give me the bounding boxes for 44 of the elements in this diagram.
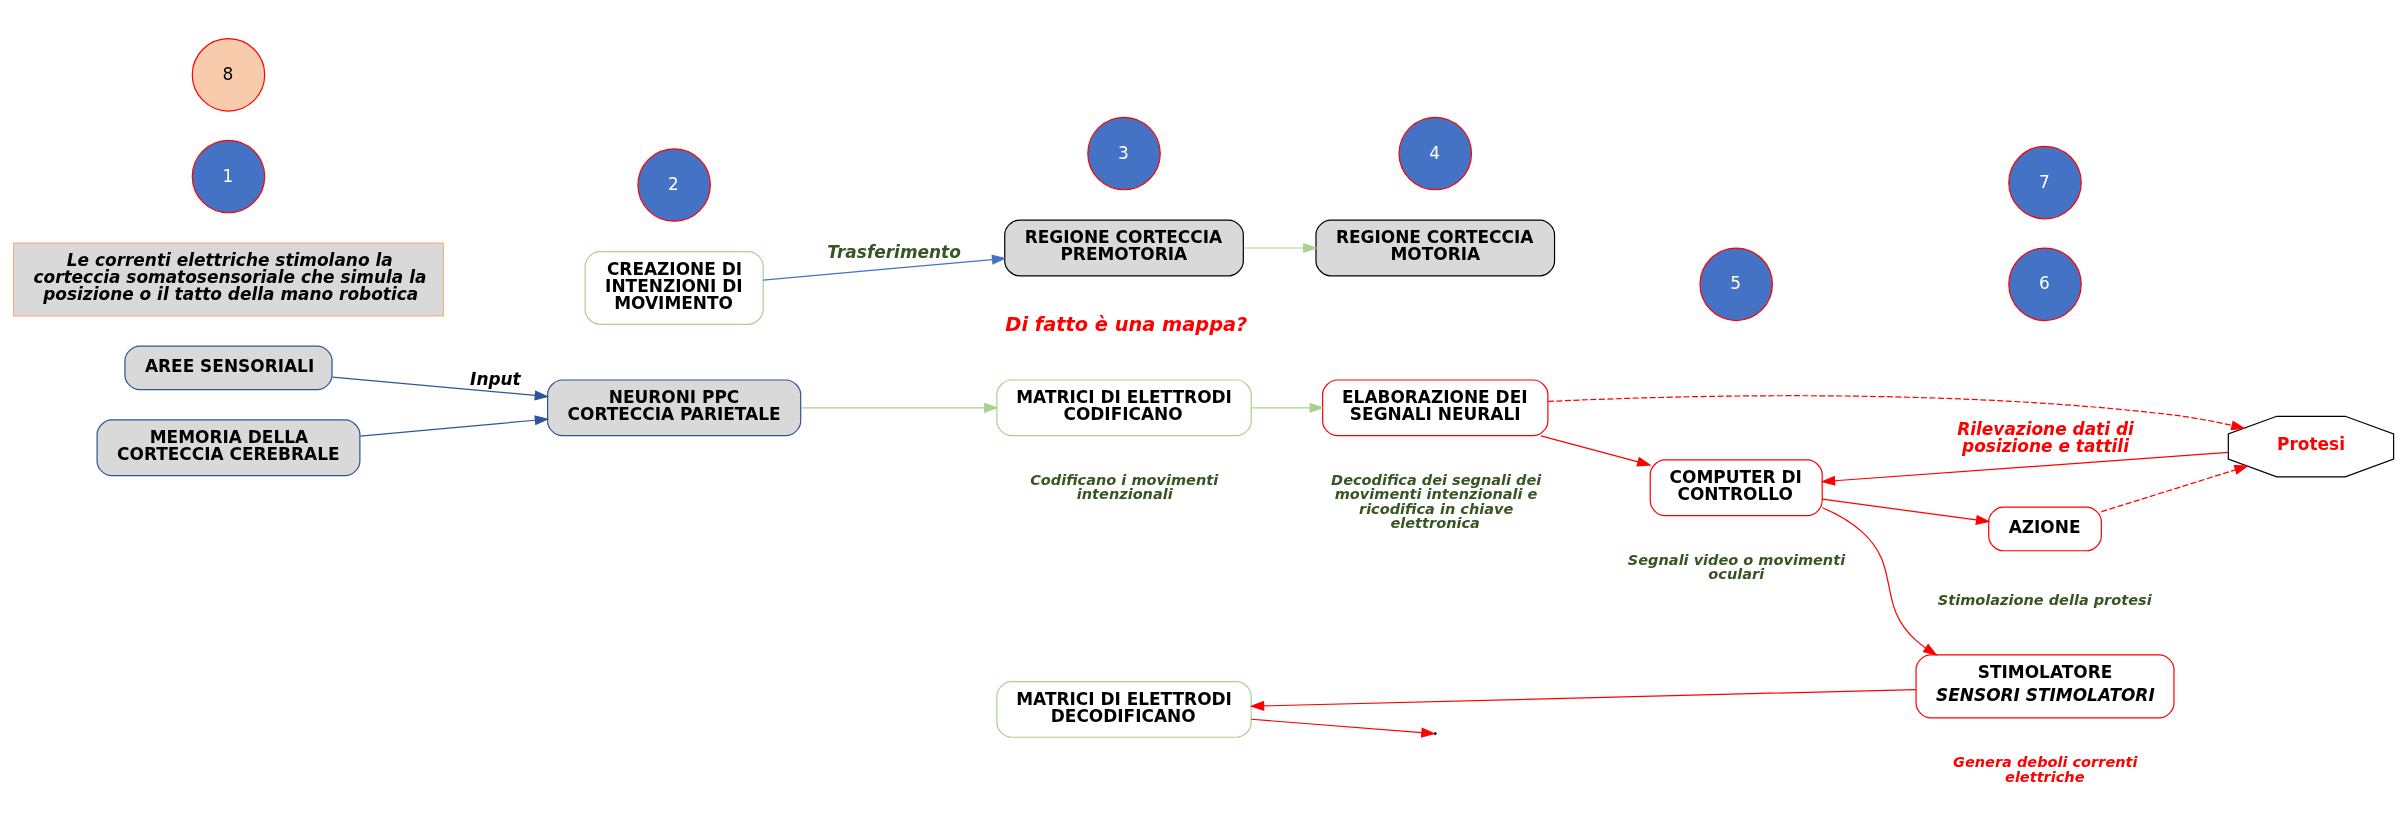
node-box: REGIONE CORTECCIA MOTORIA [1315,219,1556,277]
arrow [800,402,999,413]
edge-label: Input [470,369,521,390]
edge-label: Trasferimento [827,241,961,262]
arrow [1249,688,1917,711]
node-box: COMPUTER DI CONTROLLO [1649,459,1823,517]
node-circle: 1 [191,139,266,214]
edge-label: Rilevazione dati di posizione e tattili [1957,418,2134,456]
node-label: Genera deboli correnti elettriche [1952,754,2138,785]
node-box: CREAZIONE DI INTENZIONI DI MOVIMENTO [584,251,764,325]
arrow [1540,435,1652,467]
arrow [1547,395,2246,431]
node-box: NEURONI PPC CORTECCIA PARIETALE [547,379,802,437]
arrow [1820,451,2229,486]
node-circle: 8 [191,38,266,112]
arrow [1821,498,1991,525]
node-box: ELABORAZIONE DEI SEGNALI NEURALI [1322,379,1549,437]
arrow [1243,242,1318,254]
node-box: AREE SENSORIALI [124,345,333,391]
node-box: MATRICI DI ELETTRODI CODIFICANO [996,379,1252,437]
node-circle: 4 [1398,116,1473,191]
arrow [1250,718,1436,738]
arrow [1821,507,1938,656]
node-box: MATRICI DI ELETTRODI DECODIFICANO [996,680,1252,738]
arrow [762,254,1007,281]
node-circle: 6 [2008,247,2082,322]
node-circle: 3 [1087,116,1161,191]
node-box: STIMOLATORE SENSORI STIMOLATORI [1915,654,2175,719]
label: Di fatto è una mappa? [1005,313,1248,337]
arrow [1250,402,1325,413]
arrow [331,376,550,401]
node-box: MEMORIA DELLA CORTECCIA CEREBRALE [96,419,361,477]
node-label: Codificano i movimenti intenzionali [1030,471,1219,503]
node-box: AZIONE [1988,506,2102,552]
node-label: Stimolazione della protesi [1937,592,2152,609]
node-circle: 5 [1699,247,1773,322]
node-label: Decodifica dei segnali dei movimenti intenzionali e ricodifica in chiave elettronica [1331,471,1542,532]
arrow [359,415,550,437]
node-circle: 2 [637,148,711,222]
node-label: Segnali video o movimenti oculari [1627,551,1846,583]
node-box: REGIONE CORTECCIA PREMOTORIA [1004,219,1244,277]
arrow [2100,465,2249,513]
node-circle: 7 [2008,145,2082,220]
node-box: Le correnti elettriche stimolano la corteccia somatosensoriale che simula la posizione o il tatto della mano robotica [12,242,445,317]
